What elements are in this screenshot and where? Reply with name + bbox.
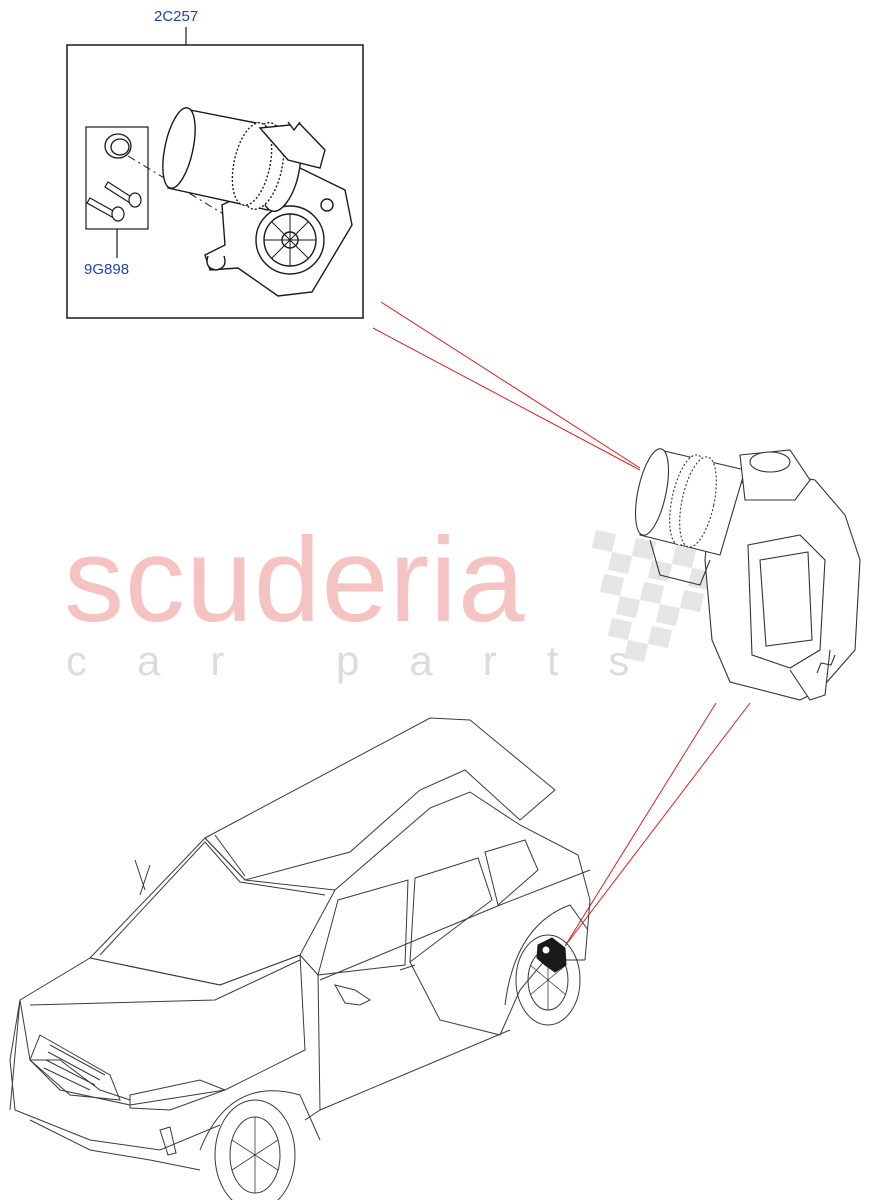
o-ring-icon <box>104 133 132 159</box>
watermark-brand: scuderia <box>64 513 526 647</box>
screw-kit-part-label[interactable]: 9G898 <box>84 261 130 278</box>
assembly-part-label[interactable]: 2C257 <box>154 8 199 25</box>
brake-motor-icon <box>162 107 353 297</box>
watermark-tagline: car parts <box>66 637 680 684</box>
caliper-location-marker <box>536 937 567 973</box>
brake-caliper-icon <box>634 448 861 701</box>
checkered-flag-icon <box>592 530 712 662</box>
bolt-icon <box>86 181 142 222</box>
detail-callout-box <box>66 44 364 319</box>
leader-lines <box>372 301 751 947</box>
suv-vehicle-icon <box>9 717 591 1200</box>
